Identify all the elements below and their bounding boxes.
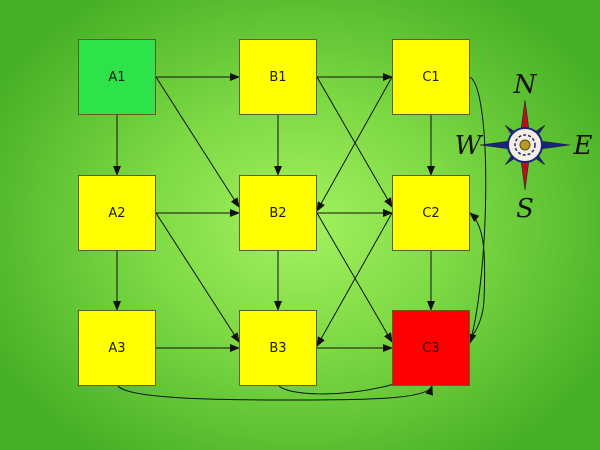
edge-c2-to-b3 <box>316 212 393 347</box>
edge-a2-to-b3 <box>155 212 240 343</box>
compass-rose: N S E W <box>455 70 593 220</box>
compass-south-label: S <box>516 194 534 220</box>
edge-a1-to-b2 <box>155 76 240 208</box>
node-a3[interactable]: A3 <box>78 310 156 386</box>
node-label: A3 <box>108 340 126 356</box>
node-label: C2 <box>422 205 440 221</box>
node-b1[interactable]: B1 <box>239 39 317 115</box>
edge-c1-to-b2 <box>316 76 393 212</box>
node-c3[interactable]: C3 <box>392 310 470 386</box>
node-label: B1 <box>269 69 287 85</box>
node-label: B3 <box>269 340 287 356</box>
node-label: A2 <box>108 205 126 221</box>
compass-west-label: W <box>455 131 484 161</box>
node-b2[interactable]: B2 <box>239 175 317 251</box>
compass-inner-ring <box>514 134 536 156</box>
edge-a3-to-c3 <box>117 385 433 401</box>
node-label: C1 <box>422 69 440 85</box>
node-label: B2 <box>269 205 287 221</box>
node-label: A1 <box>108 69 126 85</box>
node-c2[interactable]: C2 <box>392 175 470 251</box>
edge-b2-to-c3 <box>316 212 393 343</box>
compass-north-label: N <box>513 70 538 100</box>
node-a1[interactable]: A1 <box>78 39 156 115</box>
node-label: C3 <box>422 340 440 356</box>
edge-b1-to-c2 <box>316 76 393 208</box>
compass-center <box>519 139 531 151</box>
node-c1[interactable]: C1 <box>392 39 470 115</box>
edge-c1-to-c3 <box>468 76 487 344</box>
node-b3[interactable]: B3 <box>239 310 317 386</box>
compass-east-label: E <box>573 131 593 161</box>
node-a2[interactable]: A2 <box>78 175 156 251</box>
